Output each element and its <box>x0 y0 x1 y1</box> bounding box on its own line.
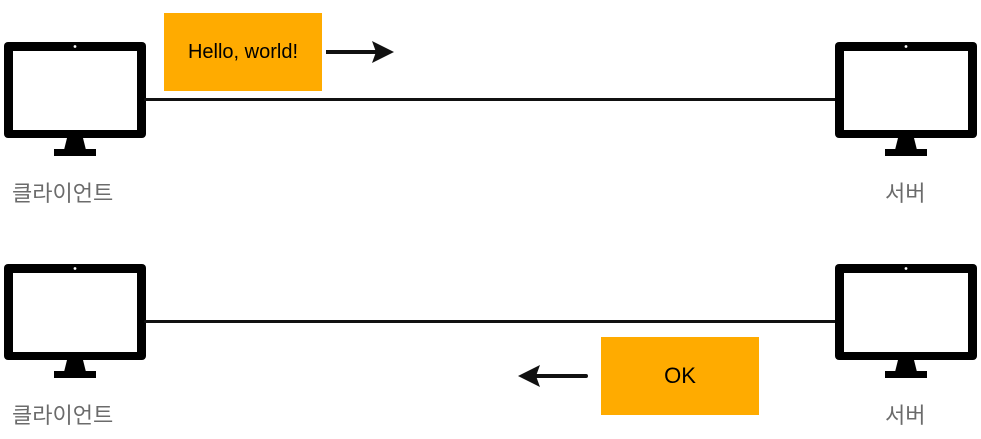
client-label: 클라이언트 <box>12 404 114 429</box>
server-label: 서버 <box>885 182 926 207</box>
arrow-left-icon <box>518 365 588 387</box>
connection-line <box>144 320 838 323</box>
server-monitor-icon <box>835 40 977 160</box>
client-label: 클라이언트 <box>12 182 114 207</box>
client-monitor-icon <box>4 262 146 382</box>
request-message-box: Hello, world! <box>164 13 322 91</box>
connection-line <box>144 98 838 101</box>
arrow-right-icon <box>326 41 394 63</box>
server-label: 서버 <box>885 404 926 429</box>
client-monitor-icon <box>4 40 146 160</box>
response-message-box: OK <box>601 337 759 415</box>
server-monitor-icon <box>835 262 977 382</box>
